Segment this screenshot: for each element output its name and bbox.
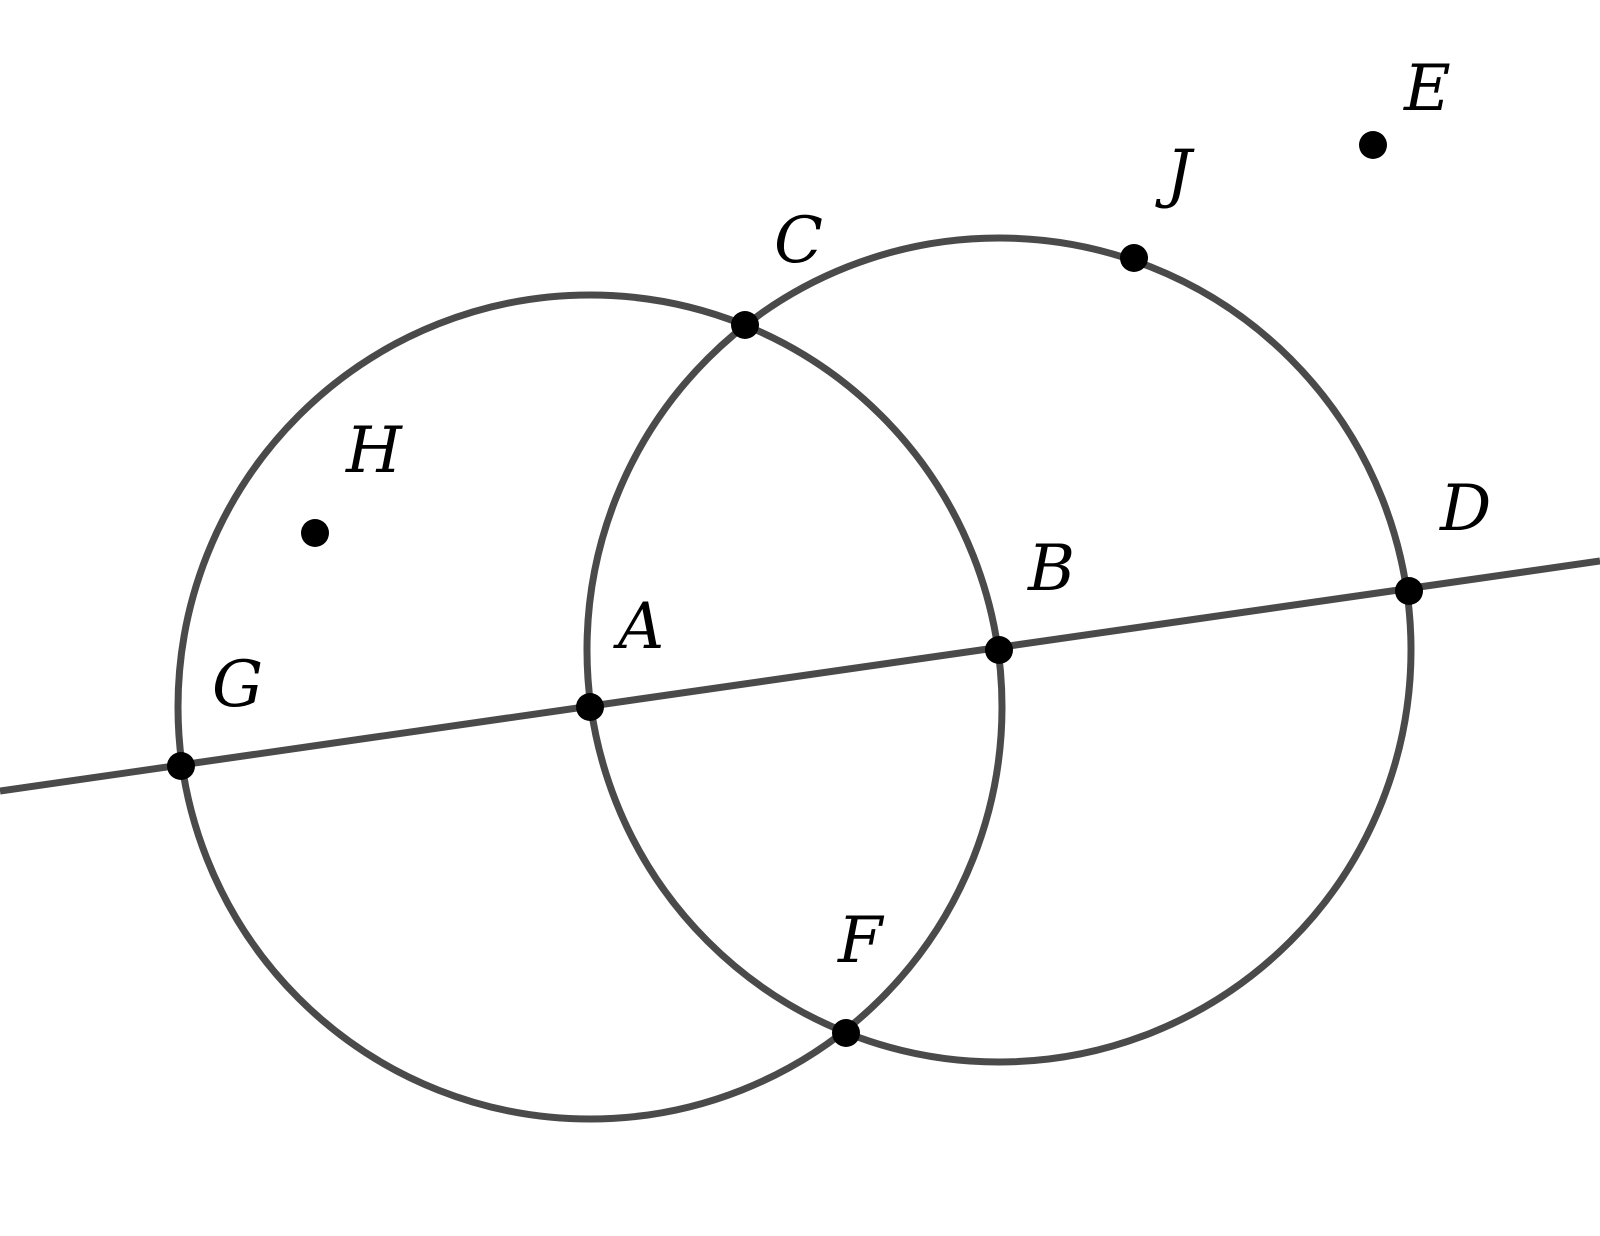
label-h: H bbox=[345, 414, 403, 488]
label-f: F bbox=[837, 904, 885, 978]
label-e: E bbox=[1403, 52, 1451, 126]
circle-centered-at-b bbox=[583, 234, 1415, 1066]
point-g[interactable] bbox=[167, 752, 195, 780]
label-d: D bbox=[1439, 472, 1491, 546]
point-e[interactable] bbox=[1359, 131, 1387, 159]
label-c: C bbox=[774, 204, 823, 278]
point-h[interactable] bbox=[301, 519, 329, 547]
label-a: A bbox=[613, 590, 664, 664]
point-d[interactable] bbox=[1395, 577, 1423, 605]
label-g: G bbox=[212, 648, 263, 722]
point-j[interactable] bbox=[1120, 244, 1148, 272]
line-through-a-and-b bbox=[0, 557, 1600, 795]
point-a[interactable] bbox=[576, 693, 604, 721]
point-f[interactable] bbox=[832, 1019, 860, 1047]
point-c[interactable] bbox=[731, 311, 759, 339]
point-b[interactable] bbox=[985, 636, 1013, 664]
label-b: B bbox=[1027, 532, 1075, 606]
circle-centered-at-a bbox=[174, 291, 1006, 1123]
